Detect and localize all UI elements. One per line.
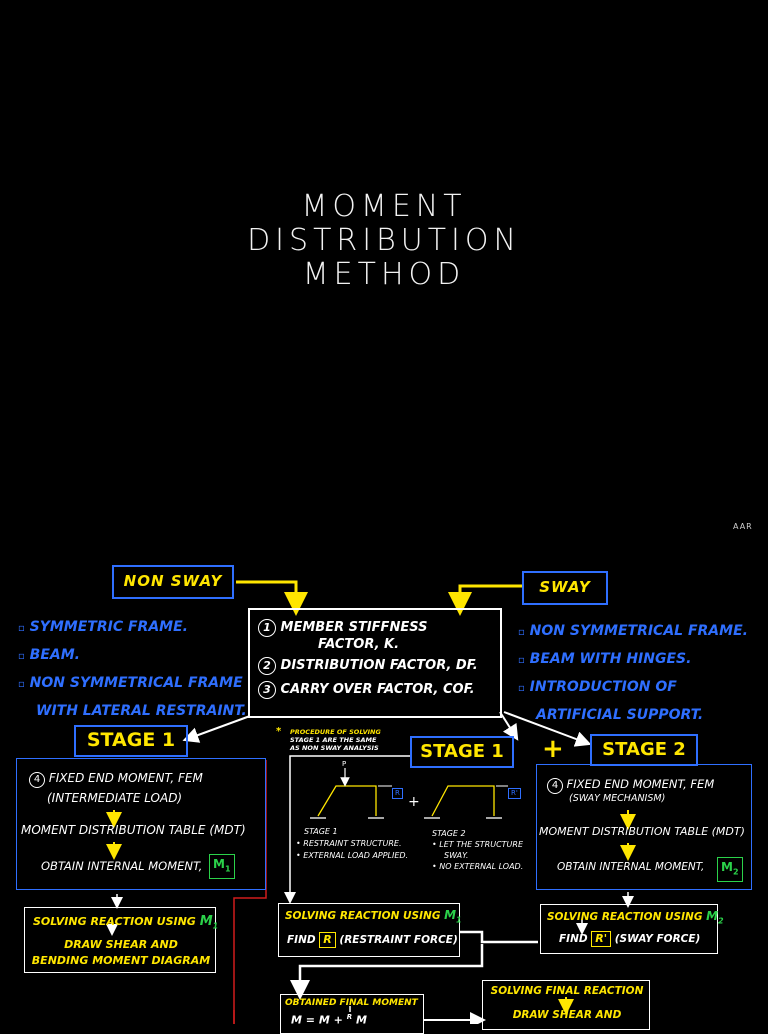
left-stage1-box: STAGE 1 [74,725,188,757]
stage1-desc: STAGE 1 • RESTRAINT STRUCTURE. • EXTERNA… [296,827,409,860]
final-moment-box: OBTAINED FINAL MOMENT M = M + R M [280,994,424,1034]
stage2-box: STAGE 2 [590,734,698,766]
mid-reaction-box: SOLVING REACTION USING M1 FIND R (RESTRA… [278,903,462,957]
left-react-text: SOLVING REACTION USING [33,915,196,928]
arrow-nonsway-to-center [236,580,308,616]
non-sway-box: NON SWAY [112,565,234,599]
list-item: ▫ NON SYMMETRICAL FRAME [18,675,243,691]
step-1-text-cont: FACTOR, K. [318,637,400,652]
right-mdt-text: MOMENT DISTRIBUTION TABLE (MDT) [539,825,745,838]
sway-force-text: (SWAY FORCE) [614,933,701,945]
mid-react-text: SOLVING REACTION USING [285,910,441,922]
list-item: ▫ BEAM. [18,647,80,663]
step-2-number: 2 [258,657,276,675]
left-mdt-text: MOMENT DISTRIBUTION TABLE (MDT) [21,823,246,837]
step-3-text: CARRY OVER FACTOR, COF. [280,682,475,697]
right-m2-box: M2 [717,857,743,883]
left-fem-sub: (INTERMEDIATE LOAD) [47,791,183,805]
stages-plus-small: + [408,794,420,810]
sway-box: SWAY [522,571,608,605]
step-1-number: 1 [258,619,276,637]
sway-list: ▫ NON SYMMETRICAL FRAME. ▫ BEAM WITH HIN… [518,618,748,728]
non-sway-label: NON SWAY [123,572,223,590]
stage1-frame-sketch [310,785,384,819]
procedure-note: * PROCEDURE OF SOLVING STAGE 1 ARE THE S… [276,726,381,753]
left-reaction-box: SOLVING REACTION USING M1 DRAW SHEAR AND… [24,907,218,973]
r-box: R [319,932,336,948]
right-obtain-text: OBTAIN INTERNAL MOMENT, [557,861,705,873]
right-find-text: FIND [559,933,588,945]
r-prime-find-box: R' [591,931,612,947]
left-draw-line2: BENDING MOMENT DIAGRAM [31,954,211,967]
list-item: ▫ NON SYMMETRICAL FRAME. [518,623,748,639]
final-draw-text: DRAW SHEAR AND [512,1009,622,1021]
r-restraint-box: R [392,780,403,799]
left-stage-content: 4 FIXED END MOMENT, FEM (INTERMEDIATE LO… [16,758,266,890]
right-fem-sub: (SWAY MECHANISM) [569,793,666,804]
right-reaction-box: SOLVING REACTION USING M2 FIND R' (SWAY … [540,904,724,954]
red-guide-line [233,760,267,1024]
title-line-1: MOMENT [301,189,467,224]
stage2-frame-sketch [424,785,502,819]
center-procedure-box: 1 MEMBER STIFFNESS FACTOR, K. 2 DISTRIBU… [248,608,502,718]
left-m1-box: M1 [209,854,235,880]
title-block: MOMENT DISTRIBUTION METHOD [0,190,768,292]
right-react-text: SOLVING REACTION USING [547,911,703,923]
left-obtain-text: OBTAIN INTERNAL MOMENT, [41,859,203,873]
arrow-center-to-stage2 [503,711,592,747]
plus-sign: + [542,734,564,764]
title-line-3: METHOD [302,257,466,292]
right-stage-content: 4 FIXED END MOMENT, FEM (SWAY MECHANISM)… [536,764,752,890]
stage2-label: STAGE 2 [602,739,686,760]
sway-label: SWAY [539,578,591,596]
left-draw-line1: DRAW SHEAR AND [64,938,178,951]
final-moment-text: OBTAINED FINAL MOMENT [285,998,418,1008]
mid-stage1-box: STAGE 1 [410,736,514,768]
title-line-2: DISTRIBUTION [247,223,521,258]
step-2-text: DISTRIBUTION FACTOR, DF. [280,658,478,673]
list-item: ▫ SYMMETRIC FRAME. [18,619,188,635]
non-sway-list: ▫ SYMMETRIC FRAME. ▫ BEAM. ▫ NON SYMMETR… [18,614,247,724]
list-item: ▫ BEAM WITH HINGES. [518,651,692,667]
list-item: WITH LATERAL RESTRAINT. [36,703,247,719]
left-fem-text: FIXED END MOMENT, FEM [48,771,203,785]
mid-find-text: FIND [287,934,316,946]
final-reaction-box: SOLVING FINAL REACTION DRAW SHEAR AND [482,980,650,1030]
stage2-desc: STAGE 2 • LET THE STRUCTURE SWAY. • NO E… [432,829,524,871]
restraint-force-text: (RESTRAINT FORCE) [339,934,458,946]
arrow-center-to-left-stage [182,715,251,743]
arrow-center-to-mid-stage [499,711,519,741]
r-prime-box: R' [508,780,521,799]
right-fem-text: FIXED END MOMENT, FEM [566,777,715,791]
arrow-sway-to-center [448,584,522,616]
mid-stage1-label: STAGE 1 [420,741,504,762]
step-1-text: MEMBER STIFFNESS [280,620,428,635]
left-stage1-label: STAGE 1 [86,729,176,751]
step-3-number: 3 [258,681,276,699]
credit-label: AAR [733,522,753,531]
list-item: ARTIFICIAL SUPPORT. [536,707,704,723]
p-load-label: P [342,760,347,768]
list-item: ▫ INTRODUCTION OF [518,679,677,695]
final-reaction-text: SOLVING FINAL REACTION [490,985,644,997]
